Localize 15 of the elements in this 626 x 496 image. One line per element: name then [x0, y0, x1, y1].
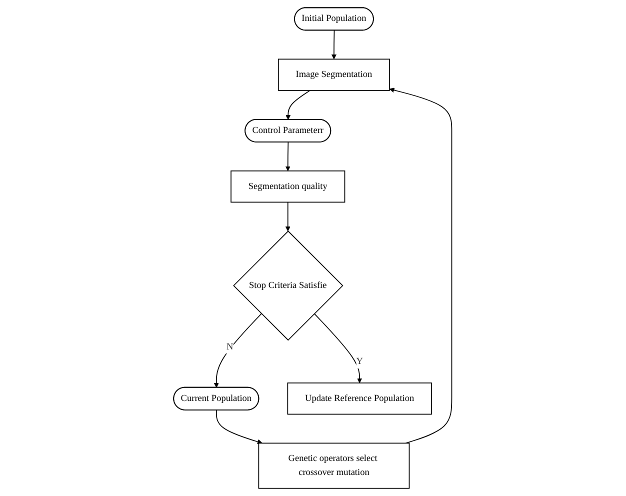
arrow	[286, 202, 291, 232]
node-box: Segmentation quality	[230, 170, 346, 203]
arrow	[286, 142, 291, 172]
node-box: Image Segmentation	[278, 58, 390, 91]
edge-label: Y	[356, 356, 364, 366]
arrow	[332, 30, 337, 60]
arrow	[216, 410, 263, 444]
edge-label: N	[226, 342, 234, 352]
node-box: Genetic operators select crossover mutation	[258, 442, 410, 489]
node-diamond: Stop Criteria Satisfie	[233, 230, 344, 341]
arrow	[390, 88, 452, 444]
node-box: Update Reference Population	[288, 382, 432, 415]
arrow	[314, 313, 362, 384]
arrow	[286, 90, 311, 120]
arrow	[214, 313, 262, 388]
